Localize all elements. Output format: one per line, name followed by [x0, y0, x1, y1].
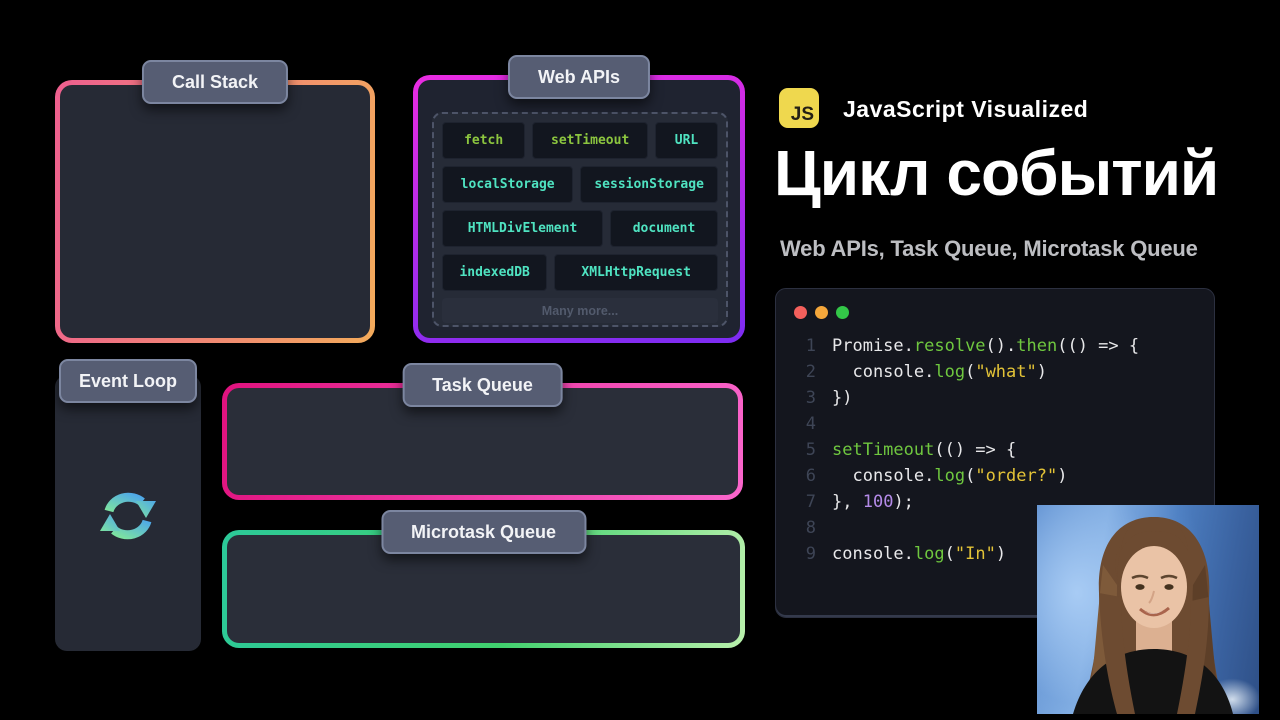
code-line: 2 console.log("what") — [776, 359, 1214, 385]
web-api-chip-settimeout: setTimeout — [532, 122, 649, 159]
web-api-chip-fetch: fetch — [442, 122, 526, 159]
minimize-button-icon — [815, 306, 828, 319]
line-number: 3 — [805, 388, 816, 408]
call-stack-panel: Call Stack — [55, 60, 375, 343]
presenter-webcam — [1037, 505, 1259, 714]
code-text: }, 100); — [832, 492, 914, 512]
line-number: 9 — [805, 544, 816, 564]
code-text: console.log("what") — [832, 362, 1047, 382]
code-text: setTimeout(() => { — [832, 440, 1017, 460]
microtask-queue-panel: Microtask Queue — [222, 510, 745, 648]
web-api-chip-indexeddb: indexedDB — [442, 254, 548, 291]
close-button-icon — [794, 306, 807, 319]
microtask-queue-label: Microtask Queue — [380, 510, 587, 554]
line-number: 8 — [805, 518, 816, 538]
line-number: 2 — [805, 362, 816, 382]
call-stack-label: Call Stack — [141, 60, 289, 104]
series-title: JavaScript Visualized — [843, 96, 1089, 122]
many-more-chip: Many more... — [442, 298, 718, 323]
cycle-arrows-icon — [95, 485, 161, 552]
task-queue-panel: Task Queue — [222, 363, 743, 500]
line-number: 6 — [805, 466, 816, 486]
web-api-chip-xmlhttprequest: XMLHttpRequest — [554, 254, 718, 291]
web-api-chip-htmldivelement: HTMLDivElement — [442, 210, 603, 247]
web-api-chip-document: document — [610, 210, 718, 247]
line-number: 1 — [805, 336, 816, 356]
code-line: 1 Promise.resolve().then(() => { — [776, 333, 1214, 359]
zoom-button-icon — [836, 306, 849, 319]
js-logo: JS — [779, 88, 819, 128]
event-loop-label: Event Loop — [59, 359, 197, 403]
line-number: 4 — [805, 414, 816, 434]
code-line: 6 console.log("order?") — [776, 463, 1214, 489]
task-queue-label: Task Queue — [402, 363, 563, 407]
window-controls — [776, 289, 1214, 319]
web-apis-label: Web APIs — [507, 55, 651, 99]
code-line: 4 — [776, 411, 1214, 437]
event-loop-panel: Event Loop — [55, 359, 201, 651]
code-text: Promise.resolve().then(() => { — [832, 336, 1140, 356]
line-number: 5 — [805, 440, 816, 460]
code-line: 9 console.log("In") — [776, 541, 1214, 567]
web-api-chip-localstorage: localStorage — [442, 166, 574, 203]
code-text: console.log("order?") — [832, 466, 1068, 486]
call-stack-area — [60, 85, 370, 338]
web-api-chip-url: URL — [655, 122, 718, 159]
page-title: Цикл событий — [774, 137, 1219, 209]
page-subtitle: Web APIs, Task Queue, Microtask Queue — [780, 236, 1198, 261]
web-api-chip-sessionstorage: sessionStorage — [580, 166, 718, 203]
line-number: 7 — [805, 492, 816, 512]
presenter-portrait — [1073, 517, 1233, 714]
code-text: }) — [832, 388, 853, 408]
code-line: 5 setTimeout(() => { — [776, 437, 1214, 463]
code-text: console.log("In") — [832, 544, 1007, 564]
code-lines: 1 Promise.resolve().then(() => { 2 console… — [776, 333, 1214, 567]
code-line: 3}) — [776, 385, 1214, 411]
code-line: 7 }, 100); — [776, 489, 1214, 515]
code-line: 8 — [776, 515, 1214, 541]
